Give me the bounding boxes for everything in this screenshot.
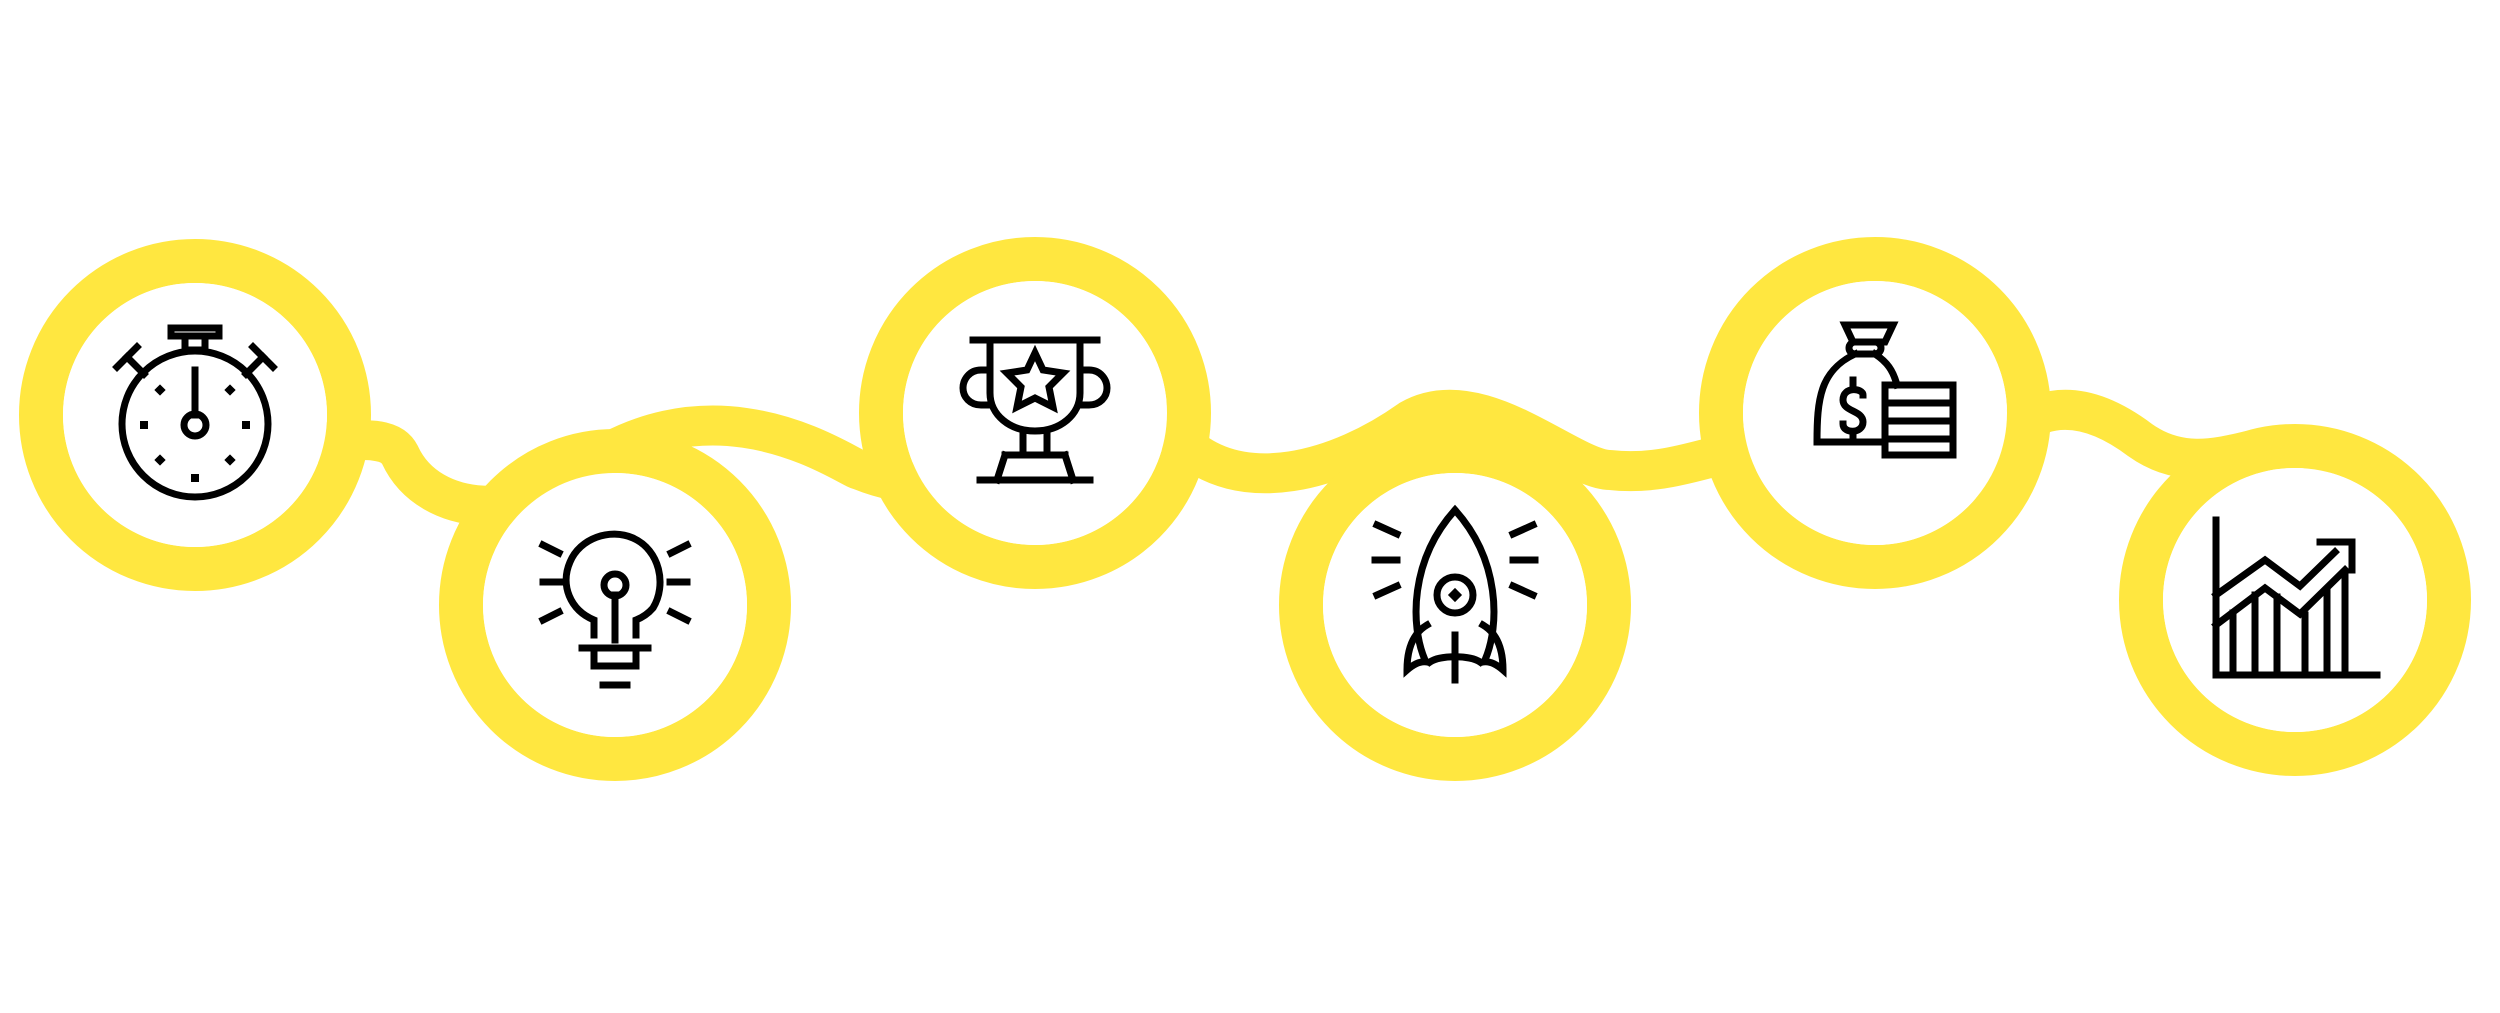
step-6-ring: [2119, 424, 2471, 776]
step-6: [2119, 424, 2471, 776]
step-4: [1279, 429, 1631, 781]
step-5-disc: [1743, 281, 2007, 545]
step-4-disc: [1323, 473, 1587, 737]
money-bag-coins-icon: [1813, 321, 1957, 459]
step-1-ring: [19, 239, 371, 591]
step-5: [1699, 237, 2051, 589]
rocket-icon: [1371, 504, 1539, 684]
step-2: [439, 429, 791, 781]
step-4-ring: [1279, 429, 1631, 781]
step-1: [19, 239, 371, 591]
step-3-ring: [859, 237, 1211, 589]
step-6-disc: [2163, 468, 2427, 732]
step-5-ring: [1699, 237, 2051, 589]
growth-chart-icon: [2211, 516, 2381, 679]
stopwatch-icon: [112, 324, 278, 501]
lightbulb-icon: [538, 530, 692, 689]
trophy-icon: [959, 336, 1111, 485]
step-2-ring: [439, 429, 791, 781]
step-3: [859, 237, 1211, 589]
step-3-disc: [903, 281, 1167, 545]
